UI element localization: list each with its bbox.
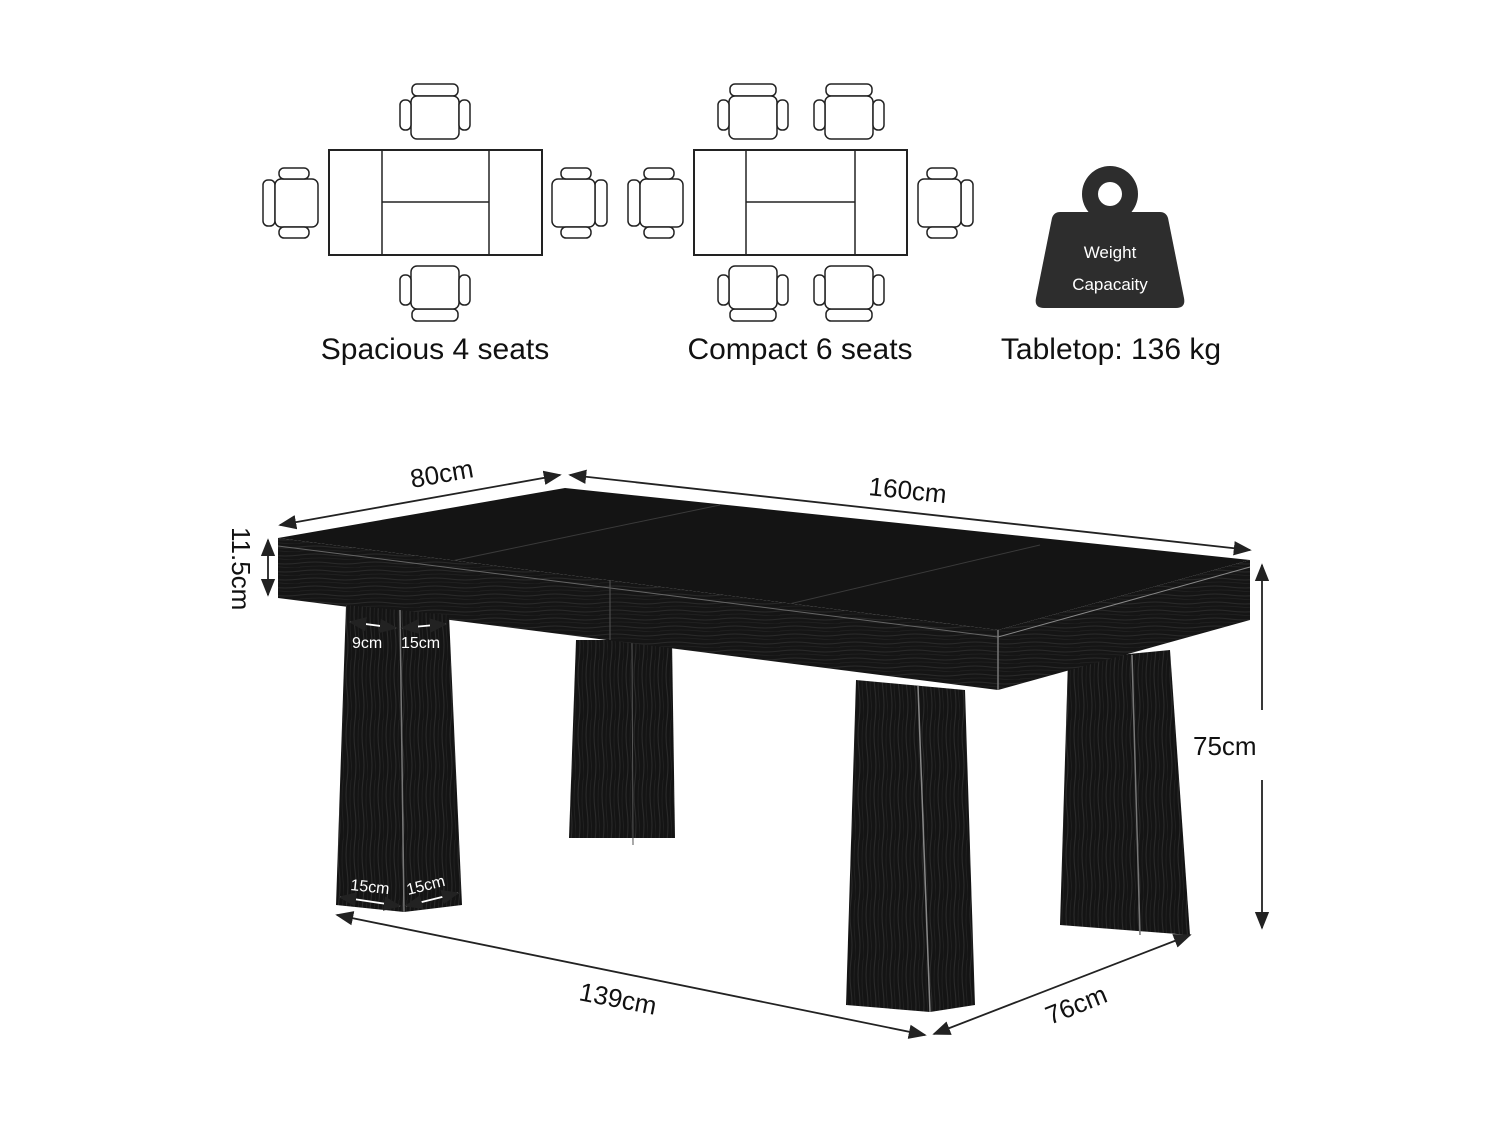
dim-leg-top-width-label: 15cm — [401, 635, 440, 652]
dimension-lines — [260, 469, 1270, 1039]
dim-top-thickness-label: 11.5cm — [226, 527, 256, 610]
dim-height-label: 75cm — [1193, 731, 1257, 761]
seating-layout-6 — [628, 83, 973, 321]
seating-layout-4 — [263, 83, 607, 321]
table-illustration — [277, 488, 1251, 1013]
caption-6-seats: Compact 6 seats — [687, 333, 913, 366]
caption-4-seats: Spacious 4 seats — [320, 333, 550, 366]
dim-leg-bottom-front-label: 15cm — [350, 877, 391, 898]
dim-length-label: 160cm — [867, 471, 948, 509]
weight-icon-line2: Capacaity — [1072, 275, 1148, 294]
weight-icon-line1: Weight — [1084, 243, 1137, 262]
dim-leg-span-length-label: 139cm — [577, 976, 659, 1020]
dim-width-label: 80cm — [408, 453, 476, 494]
dim-leg-span-width-label: 76cm — [1041, 979, 1111, 1031]
weight-capacity-icon: Weight Capacaity — [1035, 166, 1185, 308]
dim-leg-top-depth-label: 9cm — [352, 635, 382, 652]
caption-weight: Tabletop: 136 kg — [1000, 333, 1222, 366]
